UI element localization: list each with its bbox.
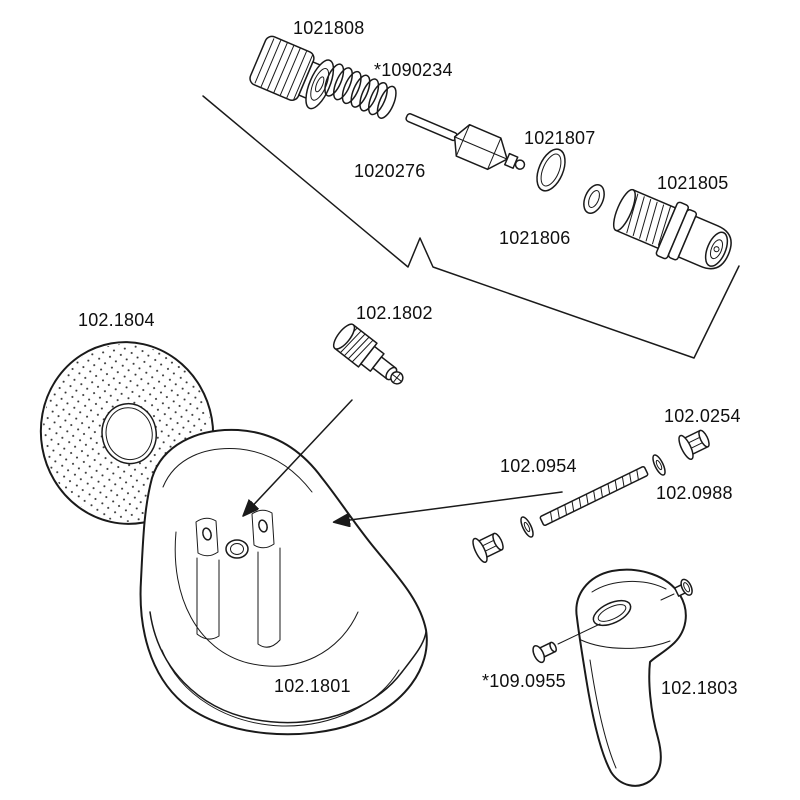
part-label-102-1802: 102.1802 [356,303,433,323]
flange-nut-1020254 [678,429,710,460]
escutcheon-1021801 [139,428,428,736]
o-ring-1021806 [583,184,605,214]
part-label-1021805: 1021805 [657,173,729,193]
part-label-102-0254: 102.0254 [664,406,741,426]
part-label-109-0955: *109.0955 [482,671,566,691]
flange-nut-lower [472,532,504,563]
part-label-102-1804: 102.1804 [78,310,155,330]
threaded-rod-1020954 [539,466,649,526]
stem-1020276 [405,113,526,171]
part-label-1021808: 1021808 [293,18,365,38]
o-ring-1021807 [536,148,566,192]
washer-lower [520,516,534,538]
spring-1090234 [324,63,397,119]
screw-1021802 [332,323,404,385]
part-label-102-0988: 102.0988 [656,483,733,503]
part-label-1090234: *1090234 [374,60,453,80]
part-label-1020276: 1020276 [354,161,426,181]
handle-1021803 [575,568,687,787]
part-label-102-0954: 102.0954 [500,456,577,476]
part-label-102-1803: 102.1803 [661,678,738,698]
screw-1090955 [532,623,601,664]
part-label-102-1801: 102.1801 [274,676,351,696]
union-body-1021805 [612,188,732,270]
pointer-arrow-bolt [335,491,563,522]
cap-nut-1021808 [249,35,335,110]
washer-1020988 [652,454,666,476]
part-label-1021807: 1021807 [524,128,596,148]
plug-button [660,578,693,601]
section-break-line [202,95,740,359]
pointer-arrow-screw [244,399,353,515]
part-label-1021806: 1021806 [499,228,571,248]
